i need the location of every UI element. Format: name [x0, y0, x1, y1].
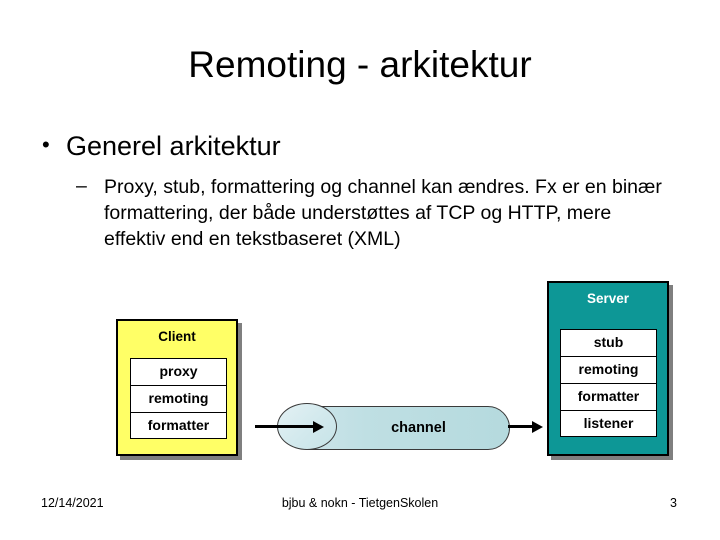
arrow-client-to-channel-line [255, 425, 317, 428]
server-layer-stub: stub [560, 329, 657, 356]
slide-body: • Generel arkitektur – Proxy, stub, form… [28, 131, 692, 253]
server-box-title: Server [586, 291, 630, 306]
channel-label: channel [391, 420, 446, 436]
arrow-channel-to-server-line [508, 425, 536, 428]
slide-footer: 12/14/2021 bjbu & nokn - TietgenSkolen 3 [0, 496, 720, 518]
server-layer-listener: listener [560, 410, 657, 437]
client-layer-stack: proxy remoting formatter [130, 358, 227, 439]
server-layer-remoting: remoting [560, 356, 657, 383]
arrow-channel-to-server-head-icon [532, 420, 543, 433]
client-box: Client proxy remoting formatter [116, 319, 238, 456]
client-layer-remoting: remoting [130, 385, 227, 412]
server-box: Server stub remoting formatter listener [547, 281, 669, 456]
bullet-marker-dot: • [42, 132, 50, 157]
arrow-client-to-channel-head-icon [313, 420, 324, 433]
bullet-level1-text: Generel arkitektur [66, 131, 281, 161]
footer-page-number: 3 [670, 496, 677, 510]
bullet-level2-line-3: effektiv end en tekstbaseret (XML) [104, 228, 401, 251]
bullet-level2: – Proxy, stub, formattering og channel k… [28, 175, 692, 253]
page-title: Remoting - arkitektur [188, 44, 532, 85]
footer-center-text: bjbu & nokn - TietgenSkolen [281, 496, 439, 510]
bullet-level2-line-1: Proxy, stub, formattering og channel kan… [104, 176, 662, 199]
server-layer-stack: stub remoting formatter listener [560, 329, 657, 437]
bullet-marker-dash: – [76, 175, 87, 198]
client-layer-proxy: proxy [130, 358, 227, 385]
client-box-title: Client [158, 329, 196, 344]
server-layer-formatter: formatter [560, 383, 657, 410]
client-layer-formatter: formatter [130, 412, 227, 439]
footer-date: 12/14/2021 [41, 496, 104, 510]
bullet-level2-line-2: formattering, der både understøttes af T… [104, 202, 612, 225]
bullet-level1: • Generel arkitektur [28, 131, 692, 162]
